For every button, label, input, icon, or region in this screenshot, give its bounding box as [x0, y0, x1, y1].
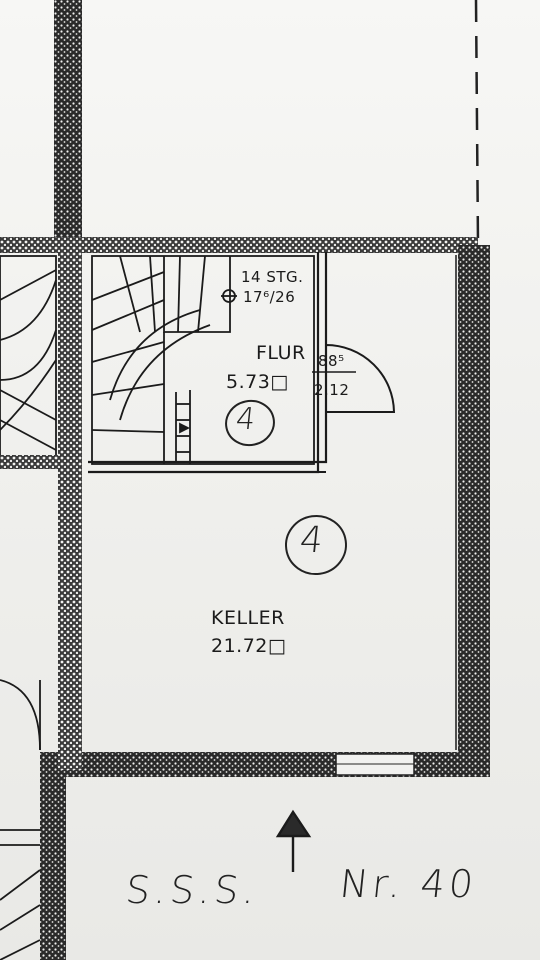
wall-stair-bottom	[0, 455, 60, 469]
door-height-label: 2.12	[314, 381, 350, 399]
flur-circled-number: 4	[234, 402, 257, 437]
handwritten-right-text: Nr. 40	[337, 862, 480, 906]
handwritten-left-text: S.S.S.	[123, 868, 261, 912]
flur-room-area: 5.73□	[226, 371, 289, 393]
wall-right-outer	[458, 245, 490, 777]
staircase	[91, 255, 315, 465]
stair-rise-run-label: 17⁶/26	[243, 288, 296, 306]
wall-upper-left-vertical	[54, 0, 82, 238]
flur-circle	[225, 399, 275, 447]
keller-room-name: KELLER	[211, 607, 285, 629]
wall-bottom-outer	[40, 752, 490, 777]
flur-room-name: FLUR	[256, 342, 306, 364]
keller-room-area: 21.72□	[211, 635, 287, 657]
keller-circle	[285, 514, 347, 576]
door-swing-arc	[325, 344, 396, 413]
wall-center-vertical	[58, 250, 82, 770]
door-width-label: 88⁵	[318, 352, 345, 370]
staircase-left	[0, 255, 57, 465]
wall-lower-left-vertical	[40, 770, 66, 960]
north-arrow	[275, 809, 312, 872]
stair-steps-label: 14 STG.	[241, 268, 304, 286]
wall-top-horizontal	[0, 237, 478, 253]
lower-left-details	[0, 679, 41, 960]
dashed-boundary-line	[474, 0, 480, 246]
keller-circled-number: 4	[297, 520, 326, 561]
